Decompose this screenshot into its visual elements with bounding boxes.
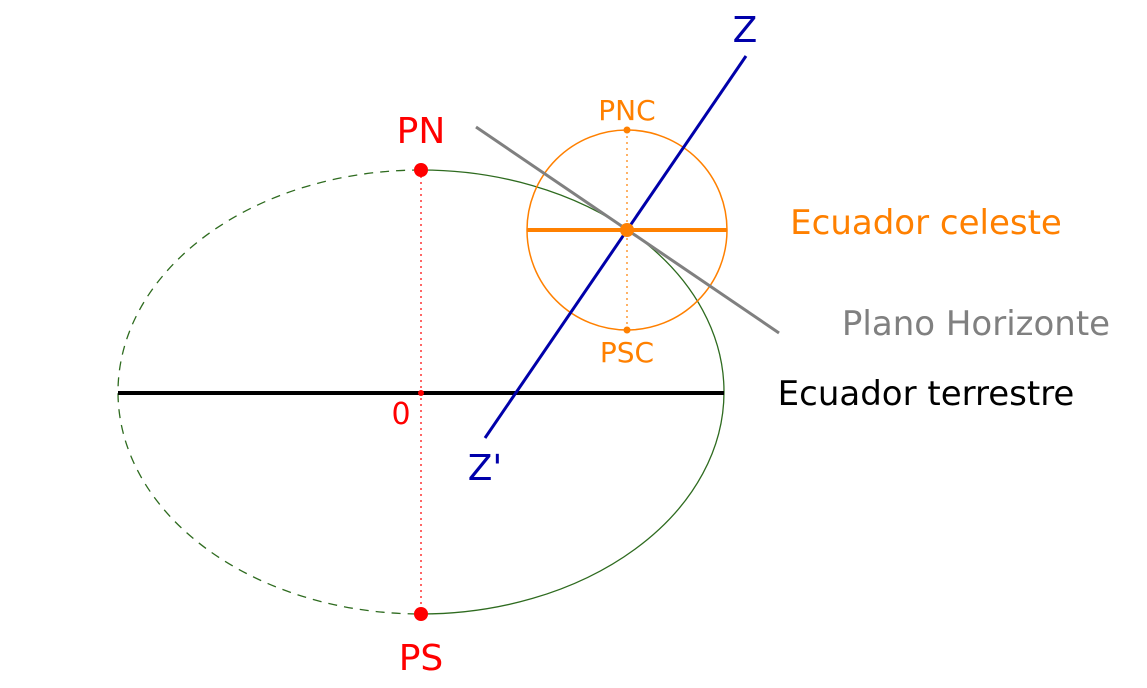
south-pole-point xyxy=(414,607,428,621)
celestial-equator-label: Ecuador celeste xyxy=(790,203,1062,243)
celestial-south-pole-point xyxy=(623,326,631,334)
celestial-north-pole-label: PNC xyxy=(598,94,655,127)
south-pole-label: PS xyxy=(399,638,444,679)
nadir-label: Z' xyxy=(468,448,503,489)
origin-point xyxy=(418,390,424,396)
terrestrial-equator-label: Ecuador terrestre xyxy=(778,374,1075,414)
origin-label: 0 xyxy=(391,397,410,432)
celestial-north-pole-point xyxy=(623,126,631,134)
horizon-plane-label: Plano Horizonte xyxy=(842,304,1110,344)
north-pole-point xyxy=(414,163,428,177)
zenith-nadir-axis xyxy=(483,55,748,439)
observer-point xyxy=(620,223,634,237)
earth-meridian-back-dashed xyxy=(117,169,422,615)
north-pole-label: PN xyxy=(397,111,446,152)
zenith-label: Z xyxy=(733,10,758,51)
celestial-south-pole-label: PSC xyxy=(600,336,654,369)
